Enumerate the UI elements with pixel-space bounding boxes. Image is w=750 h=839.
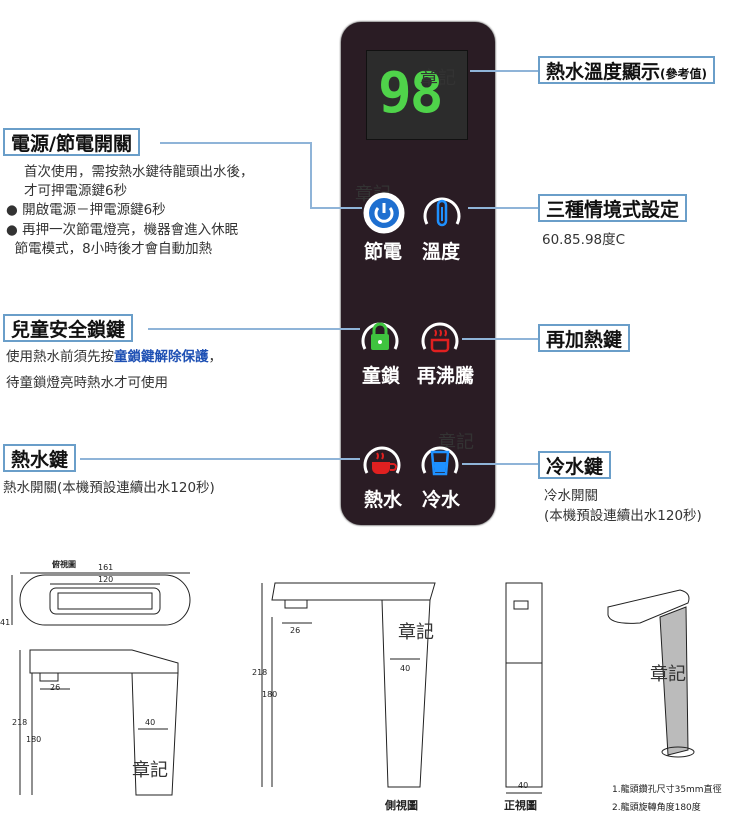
callout-line <box>462 338 540 340</box>
cold-water-desc: 冷水開關 <box>544 488 598 504</box>
watermark: 章記 <box>398 622 434 643</box>
dimension-label: 41 <box>0 618 11 627</box>
dimension-label: 40 <box>518 781 529 790</box>
watermark: 章記 <box>650 664 686 685</box>
temperature-display <box>366 50 468 140</box>
hot-water-button[interactable] <box>360 440 404 484</box>
button-label: 熱水 <box>364 489 403 511</box>
perspective-head <box>607 589 690 624</box>
watermark: 章記 <box>420 68 456 89</box>
child-lock-desc: 使用熱水前須先按童鎖鍵解除保護， <box>6 349 222 365</box>
button-label: 冷水 <box>422 489 461 511</box>
child-lock-callout: 兒童安全鎖鍵 <box>3 314 134 342</box>
front-view-title: 正視圖 <box>504 799 537 812</box>
dimension-label: 120 <box>98 575 114 584</box>
perspective-body <box>659 606 689 756</box>
hot-water-callout: 熱水鍵 <box>3 444 77 472</box>
lock-icon <box>361 322 399 350</box>
power-desc: ● 開啟電源－押電源鍵6秒 <box>6 202 166 218</box>
dimension-label: 40 <box>145 718 156 727</box>
dimension-label: 161 <box>98 563 114 572</box>
button-label: 再沸騰 <box>417 365 475 387</box>
callout-line <box>470 70 540 72</box>
power-save-button[interactable] <box>362 191 406 235</box>
callout-line <box>160 142 312 144</box>
reheat-callout: 再加熱鍵 <box>538 324 631 352</box>
note: 2.龍頭旋轉角度180度 <box>612 803 701 813</box>
cold-water-callout: 冷水鍵 <box>538 451 612 479</box>
technical-drawings <box>11 572 695 796</box>
button-label: 節電 <box>364 241 403 263</box>
cold-cup-icon <box>421 446 459 476</box>
dimension-label: 180 <box>26 735 42 744</box>
side-view-head <box>271 582 436 601</box>
side-view-body <box>381 599 431 788</box>
top-view-title: 俯視圖 <box>52 560 76 569</box>
hot-water-desc: 熱水開關(本機預設連續出水120秒) <box>3 480 215 496</box>
cold-water-desc: (本機預設連續出水120秒) <box>544 508 702 524</box>
button-label: 童鎖 <box>362 365 401 387</box>
callout-line <box>462 463 540 465</box>
power-desc: 首次使用，需按熱水鍵待龍頭出水後， <box>24 164 254 180</box>
callout-line <box>310 207 362 209</box>
power-desc: ● 再押一次節電燈亮，機器會進入休眠 <box>6 222 239 238</box>
top-view-inner <box>49 587 161 615</box>
temperature-digits: 98 <box>378 61 443 126</box>
power-desc: 才可押電源鍵6秒 <box>24 183 128 199</box>
power-icon <box>363 192 405 234</box>
child-lock-desc: 待童鎖燈亮時熱水才可使用 <box>6 375 168 391</box>
left-side-body <box>131 672 179 796</box>
side-view-title: 側視圖 <box>385 799 418 812</box>
thermometer-icon <box>423 197 461 227</box>
reboil-button[interactable] <box>418 316 462 360</box>
scene-desc: 60.85.98度C <box>542 232 626 248</box>
callout-line <box>310 142 312 209</box>
cold-water-button[interactable] <box>418 440 462 484</box>
dimension-label: 180 <box>262 690 278 699</box>
temperature-button[interactable] <box>420 191 464 235</box>
temp-display-callout: 熱水溫度顯示(參考值) <box>538 56 715 84</box>
power-callout: 電源/節電開關 <box>3 128 140 156</box>
note: 1.龍頭鑽孔尺寸35mm直徑 <box>612 785 722 795</box>
reboil-icon <box>421 322 459 353</box>
scene-callout: 三種情境式設定 <box>538 194 688 222</box>
dimension-label: 218 <box>12 718 28 727</box>
button-label: 溫度 <box>422 241 461 263</box>
callout-line <box>468 207 540 209</box>
callout-line <box>80 458 360 460</box>
left-side-head <box>29 649 179 674</box>
front-view-body <box>505 582 543 788</box>
hot-cup-icon <box>363 446 401 474</box>
dimension-label: 40 <box>400 664 411 673</box>
dimension-label: 218 <box>252 668 268 677</box>
dimension-label: 26 <box>290 626 301 635</box>
watermark: 章記 <box>132 760 168 781</box>
power-desc: 節電模式，8小時後才會自動加熱 <box>6 241 213 257</box>
dimension-label: 26 <box>50 683 61 692</box>
child-lock-button[interactable] <box>358 316 402 360</box>
callout-line <box>148 328 360 330</box>
top-view-outline <box>19 574 191 626</box>
